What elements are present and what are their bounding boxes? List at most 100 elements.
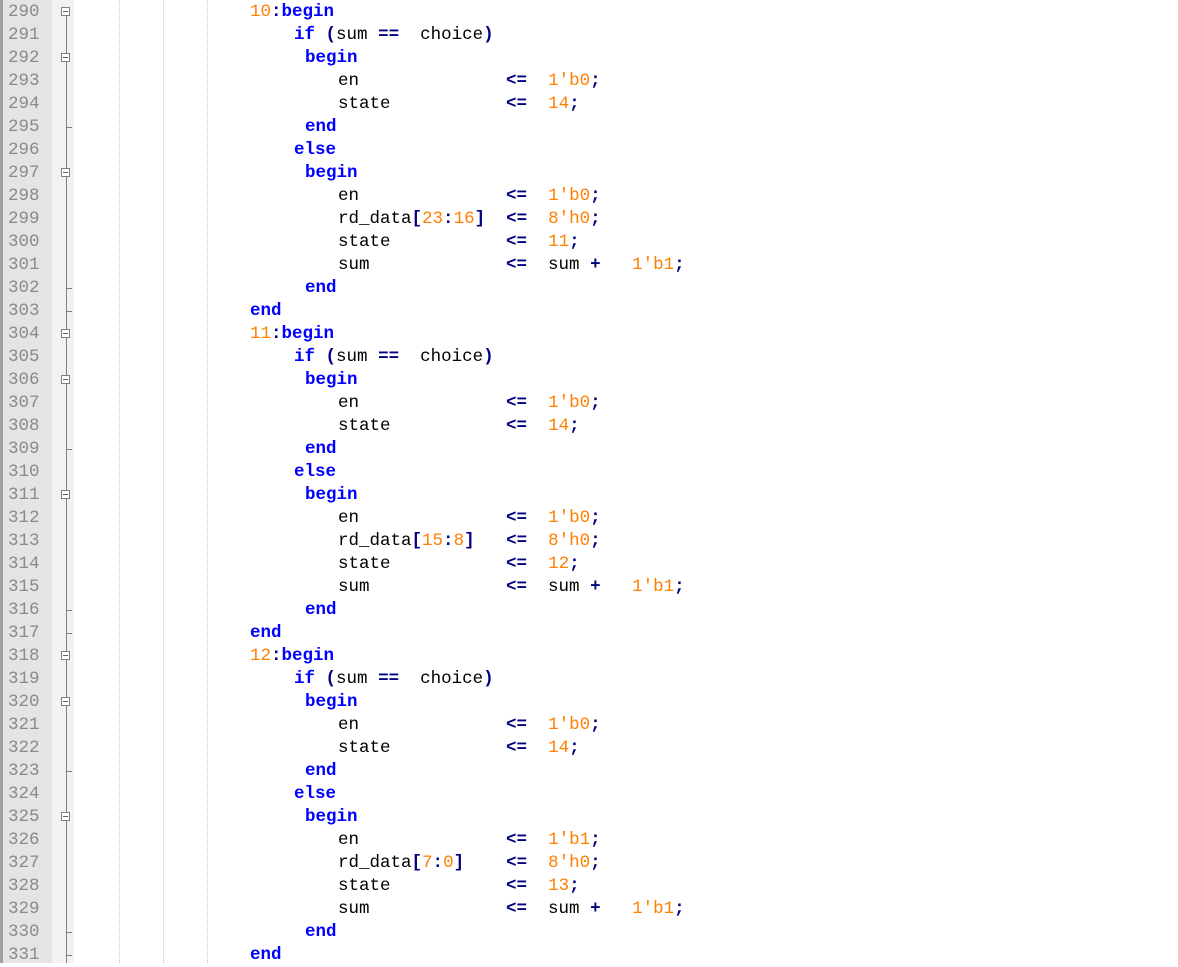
code-text: begin — [305, 163, 358, 183]
fold-end-marker-icon — [66, 633, 72, 634]
line-number: 319 — [8, 669, 40, 689]
code-line[interactable]: 307 en <= 1'b0; — [0, 392, 1178, 415]
line-number: 325 — [8, 807, 40, 827]
line-number: 331 — [8, 945, 40, 965]
fold-collapse-icon[interactable] — [61, 168, 70, 177]
line-number: 307 — [8, 393, 40, 413]
line-number: 313 — [8, 531, 40, 551]
code-line[interactable]: 325 begin — [0, 806, 1178, 829]
fold-collapse-icon[interactable] — [61, 490, 70, 499]
line-number: 296 — [8, 140, 40, 160]
code-line[interactable]: 327 rd_data[7:0] <= 8'h0; — [0, 852, 1178, 875]
code-text: en <= 1'b0; — [338, 71, 601, 91]
code-text: begin — [305, 807, 358, 827]
code-text: end — [305, 117, 337, 137]
code-line[interactable]: 295 end — [0, 116, 1178, 139]
code-text: if (sum == choice) — [294, 669, 494, 689]
code-text: en <= 1'b0; — [338, 715, 601, 735]
line-number: 322 — [8, 738, 40, 758]
line-number: 320 — [8, 692, 40, 712]
line-number: 330 — [8, 922, 40, 942]
code-line[interactable]: 329 sum <= sum + 1'b1; — [0, 898, 1178, 921]
code-text: end — [305, 761, 337, 781]
line-number: 326 — [8, 830, 40, 850]
line-number: 290 — [8, 2, 40, 22]
code-text: end — [305, 439, 337, 459]
code-text: else — [294, 784, 337, 804]
code-text: if (sum == choice) — [294, 347, 494, 367]
code-text: sum <= sum + 1'b1; — [338, 899, 685, 919]
line-number: 327 — [8, 853, 40, 873]
line-number: 329 — [8, 899, 40, 919]
line-number: 298 — [8, 186, 40, 206]
code-text: rd_data[7:0] <= 8'h0; — [338, 853, 601, 873]
fold-end-marker-icon — [66, 311, 72, 312]
code-line[interactable]: 297 begin — [0, 162, 1178, 185]
fold-end-marker-icon — [66, 955, 72, 956]
fold-collapse-icon[interactable] — [61, 651, 70, 660]
fold-margin — [52, 0, 74, 963]
line-number: 323 — [8, 761, 40, 781]
code-line[interactable]: 319 if (sum == choice) — [0, 668, 1178, 691]
fold-collapse-icon[interactable] — [61, 7, 70, 16]
fold-collapse-icon[interactable] — [61, 812, 70, 821]
line-number: 292 — [8, 48, 40, 68]
fold-end-marker-icon — [66, 610, 72, 611]
code-text: end — [305, 278, 337, 298]
code-text: if (sum == choice) — [294, 25, 494, 45]
fold-collapse-icon[interactable] — [61, 375, 70, 384]
line-number: 303 — [8, 301, 40, 321]
fold-collapse-icon[interactable] — [61, 53, 70, 62]
code-line[interactable]: 323 end — [0, 760, 1178, 783]
fold-end-marker-icon — [66, 288, 72, 289]
line-number: 295 — [8, 117, 40, 137]
code-text: end — [250, 623, 282, 643]
code-line[interactable]: 320 begin — [0, 691, 1178, 714]
code-text: state <= 13; — [338, 876, 580, 896]
code-text: en <= 1'b0; — [338, 393, 601, 413]
code-text: 10:begin — [250, 2, 335, 22]
line-number-gutter — [0, 0, 52, 963]
fold-collapse-icon[interactable] — [61, 697, 70, 706]
fold-collapse-icon[interactable] — [61, 329, 70, 338]
fold-end-marker-icon — [66, 771, 72, 772]
indent-guide — [119, 0, 120, 963]
code-line[interactable]: 290 10:begin — [0, 1, 1178, 24]
code-text: begin — [305, 692, 358, 712]
line-number: 297 — [8, 163, 40, 183]
line-number: 311 — [8, 485, 40, 505]
